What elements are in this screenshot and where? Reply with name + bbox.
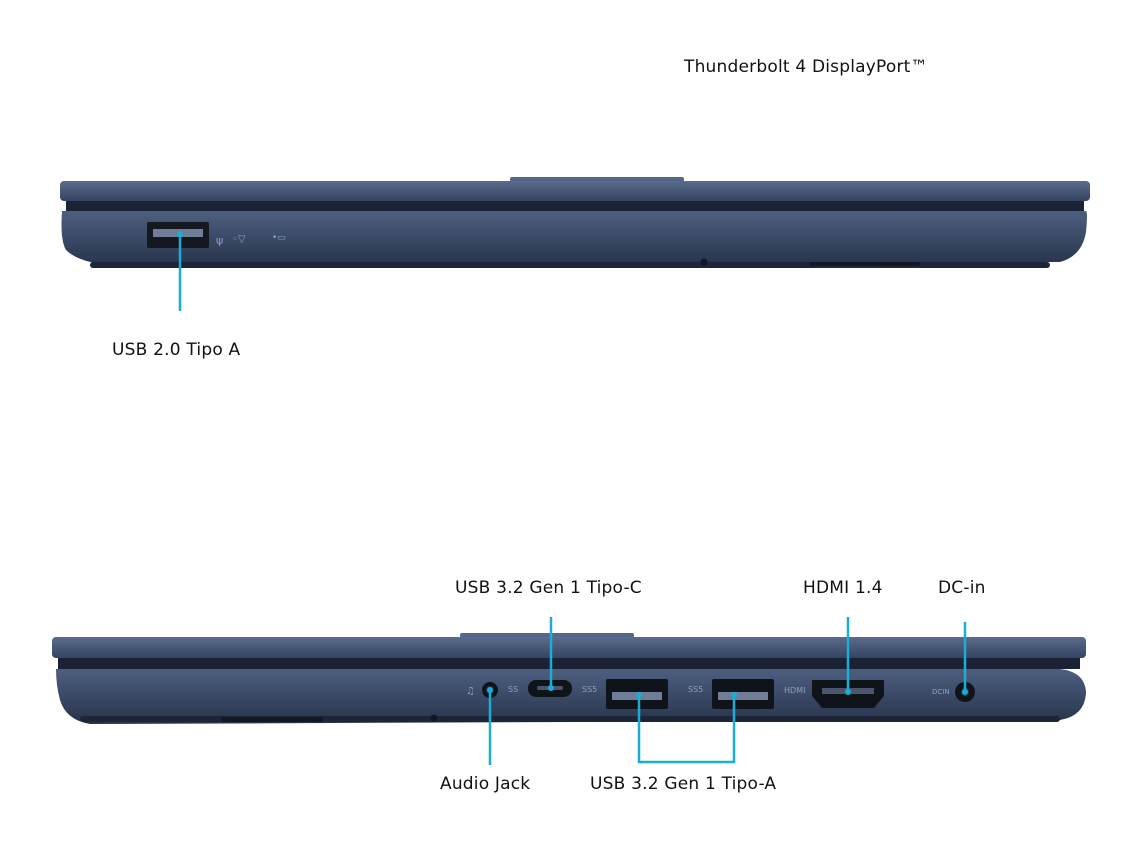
usb-a1-marking: SS5 — [582, 685, 597, 694]
headset-icon: ♫ — [466, 686, 475, 697]
battery-icon: •▭ — [272, 233, 286, 243]
dc-marking: DCIN — [932, 688, 950, 696]
label-usb2-type-a: USB 2.0 Tipo A — [112, 340, 241, 360]
usb-icon: ψ — [216, 234, 223, 247]
base-bottom-edge-right — [80, 716, 1060, 722]
laptop-right-side: ♫ SS SS5 SS5 HDMI DCIN — [52, 617, 1086, 765]
screw-hole — [700, 258, 708, 266]
vent-grille — [810, 262, 920, 266]
lid — [60, 181, 1090, 201]
base-right — [56, 669, 1086, 724]
plug-icon: ◦▽ — [232, 234, 246, 245]
hinge-bump — [510, 177, 684, 182]
hinge-bump-right — [460, 633, 634, 638]
hdmi-marking: HDMI — [784, 686, 805, 695]
usb-c-marking: SS — [508, 685, 518, 694]
label-usb-c: USB 3.2 Gen 1 Tipo-C — [455, 578, 642, 598]
label-thunderbolt: Thunderbolt 4 DisplayPort™ — [684, 57, 928, 77]
lid-gap — [66, 201, 1084, 211]
base — [61, 211, 1087, 266]
vent-grille-right — [222, 717, 322, 722]
callout-usb-a — [637, 695, 736, 764]
laptop-left-side: ψ ◦▽ •▭ — [60, 177, 1090, 311]
label-hdmi: HDMI 1.4 — [803, 578, 883, 598]
label-dc-in: DC-in — [938, 578, 986, 598]
label-audio-jack: Audio Jack — [440, 774, 531, 794]
label-usb-type-a: USB 3.2 Gen 1 Tipo-A — [590, 774, 777, 794]
lid-gap-right — [58, 658, 1080, 669]
usb-a2-marking: SS5 — [688, 685, 703, 694]
lid-right — [52, 637, 1086, 658]
screw-hole-right — [430, 714, 438, 722]
